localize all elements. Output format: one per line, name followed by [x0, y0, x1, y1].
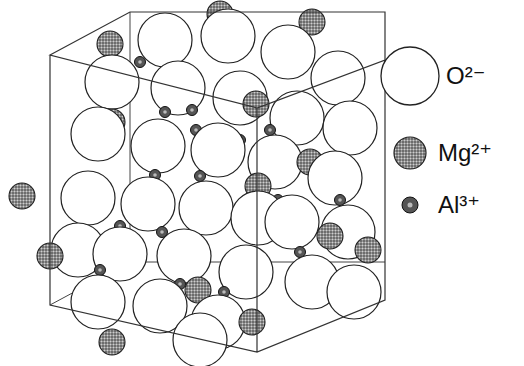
aluminium-highlight — [194, 128, 198, 132]
oxygen-ion — [323, 101, 377, 155]
magnesium-ion — [355, 237, 381, 263]
oxygen-ion — [308, 151, 362, 205]
aluminium-ion — [95, 265, 106, 276]
aluminium-highlight — [163, 110, 167, 114]
oxygen-ion — [71, 107, 125, 161]
oxygen-ion — [61, 171, 115, 225]
cell-edge — [50, 12, 385, 352]
aluminium-highlight — [298, 250, 302, 254]
magnesium-ion — [9, 183, 35, 209]
aluminium-highlight — [178, 282, 182, 286]
magnesium-ion — [99, 329, 125, 355]
oxygen-ion — [219, 245, 273, 299]
crystal-structure — [9, 1, 385, 366]
aluminium-highlight — [198, 174, 202, 178]
oxygen-ion — [265, 195, 319, 249]
magnesium-ion — [97, 31, 123, 57]
aluminium-highlight — [138, 60, 142, 64]
aluminium-ion — [265, 125, 276, 136]
oxygen-ion — [201, 9, 255, 63]
oxygen-ion — [179, 181, 233, 235]
aluminium-highlight — [222, 290, 226, 294]
oxygen-ion — [71, 275, 125, 329]
aluminium-ion — [135, 57, 146, 68]
oxygen-ion — [131, 119, 185, 173]
aluminium-ion — [335, 195, 346, 206]
aluminium-highlight — [153, 173, 157, 177]
legend-label: Al³⁺ — [438, 193, 480, 217]
magnesium-ion — [239, 309, 265, 335]
oxygen-ion — [93, 227, 147, 281]
oxygen-ion — [121, 177, 175, 231]
aluminium-ion — [195, 171, 206, 182]
aluminium-highlight — [98, 268, 102, 272]
oxygen-ion — [138, 13, 192, 67]
aluminium-ion — [160, 107, 171, 118]
magnesium-ion — [243, 91, 269, 117]
oxygen-ion — [157, 229, 211, 283]
aluminium-highlight — [338, 198, 342, 202]
aluminium-highlight — [190, 108, 194, 112]
oxygen-ion — [327, 265, 381, 319]
magnesium-ion — [317, 223, 343, 249]
legend-label: Mg²⁺ — [438, 141, 492, 165]
legend-samples — [381, 47, 439, 213]
oxygen-ion — [191, 123, 245, 177]
aluminium-ion — [187, 105, 198, 116]
legend-label: O²⁻ — [446, 64, 485, 88]
oxygen-ion — [85, 55, 139, 109]
aluminium-highlight — [160, 230, 164, 234]
aluminium-highlight — [268, 128, 272, 132]
oxygen-ion — [261, 25, 315, 79]
